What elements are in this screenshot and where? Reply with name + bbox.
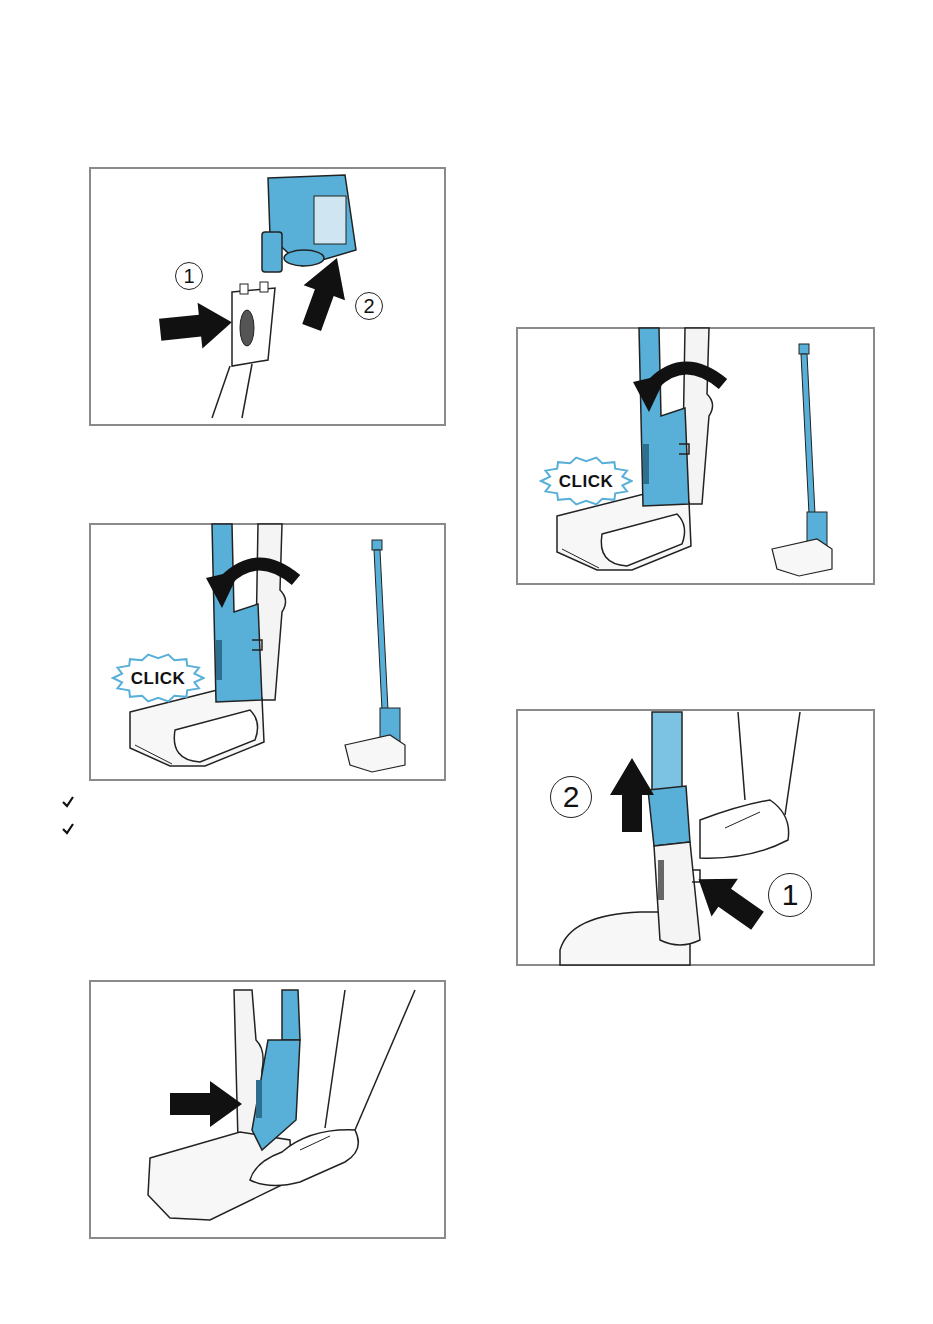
click-burst: CLICK xyxy=(111,652,205,704)
callout-circle: 2 xyxy=(355,292,383,320)
callout-circle: 1 xyxy=(768,873,812,917)
foot-press-illustration xyxy=(148,990,415,1220)
panel-frames xyxy=(90,168,874,1238)
check-marks xyxy=(63,797,73,833)
detach-handheld-illustration xyxy=(158,175,358,418)
click-text: CLICK xyxy=(559,473,613,490)
click-text: CLICK xyxy=(131,670,185,687)
click-burst: CLICK xyxy=(539,455,633,507)
attach-click-illustration xyxy=(557,328,832,576)
callout-number: 1 xyxy=(183,266,194,286)
callout-number: 2 xyxy=(563,782,580,812)
release-illustration xyxy=(560,712,800,965)
callout-number: 1 xyxy=(782,880,799,910)
attach-click-illustration xyxy=(130,524,405,772)
callout-number: 2 xyxy=(363,296,374,316)
callout-circle: 1 xyxy=(175,262,203,290)
callout-circle: 2 xyxy=(550,776,592,818)
